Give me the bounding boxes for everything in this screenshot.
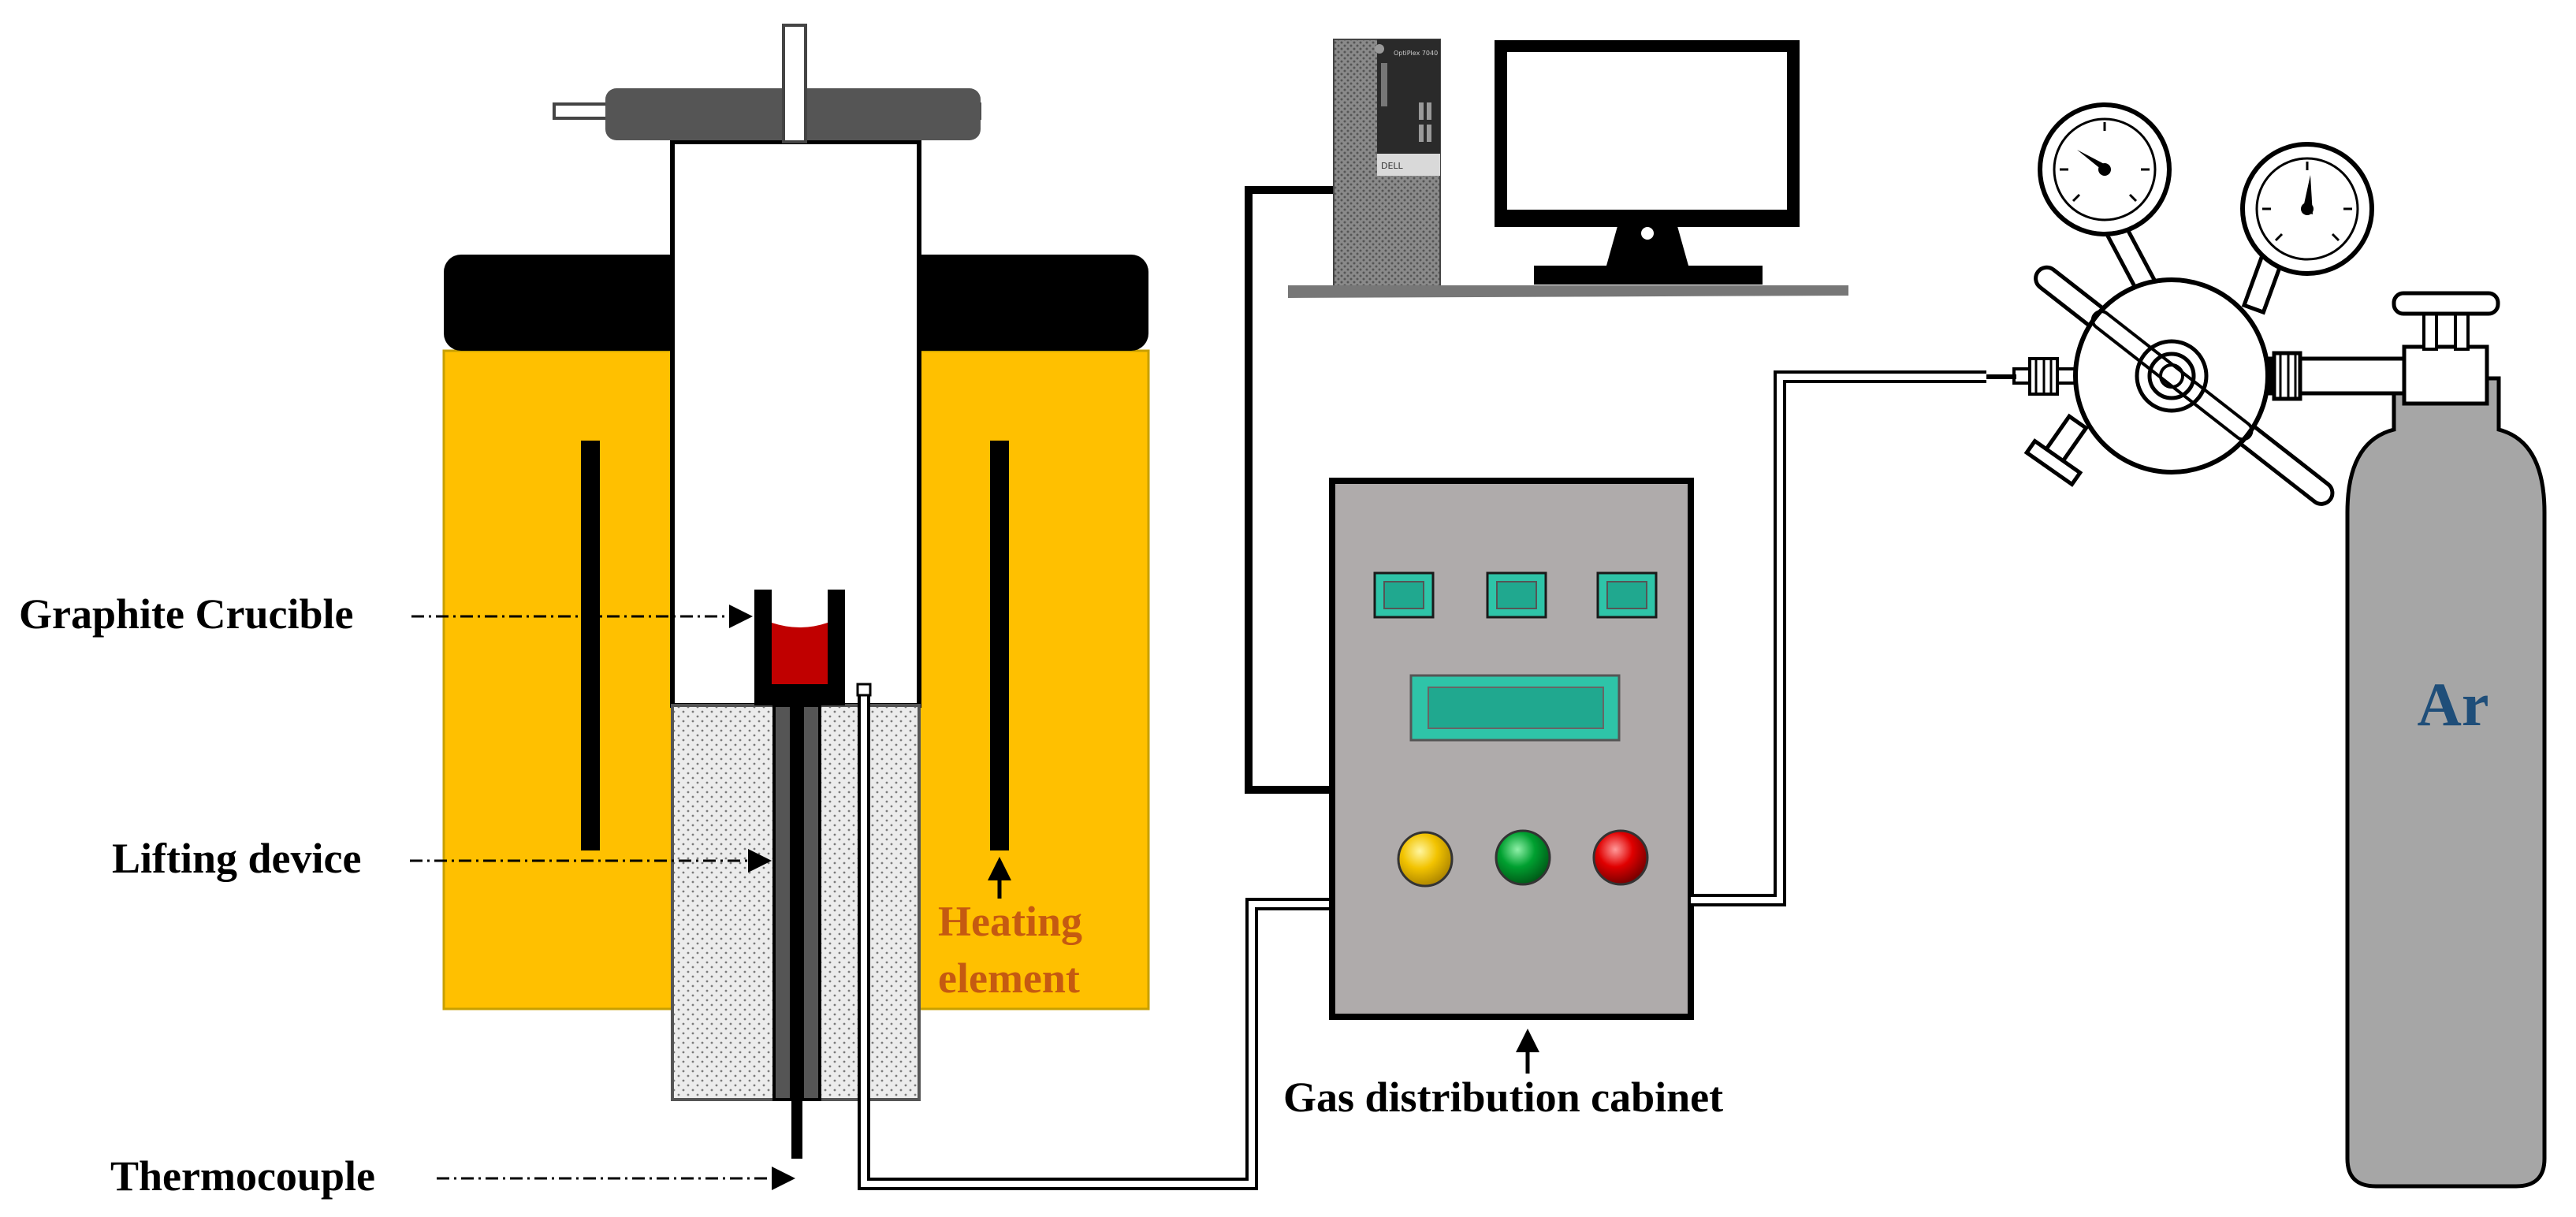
cabinet-switch-3 — [1596, 571, 1658, 619]
cabinet-display — [1409, 674, 1621, 742]
data-cable — [1245, 186, 1335, 794]
desk-shelf — [1288, 285, 1848, 298]
gas-cylinder-icon: Ar — [2345, 291, 2547, 1189]
heating-element-left — [581, 441, 600, 850]
computer-tower-icon: DELL OptiPlex 7040 — [1333, 39, 1441, 288]
lifting-rod-core — [790, 705, 804, 1100]
tower-brand: DELL — [1381, 161, 1404, 171]
pressure-regulator — [1986, 214, 2407, 506]
cabinet-switch-2 — [1486, 571, 1547, 619]
heating-element-right — [990, 441, 1009, 850]
label-lifting-device: Lifting device — [112, 835, 361, 882]
lamp-red — [1592, 829, 1649, 886]
graphite-crucible — [754, 590, 845, 705]
melt — [772, 623, 828, 684]
tower-model: OptiPlex 7040 — [1394, 50, 1438, 57]
lamp-yellow — [1397, 831, 1454, 888]
furnace-chamber — [670, 140, 921, 708]
top-fixture-post — [782, 24, 807, 143]
cylinder-gas-label: Ar — [2418, 670, 2489, 739]
pressure-gauge-icon — [2038, 102, 2172, 236]
pressure-gauge-icon — [2240, 142, 2374, 276]
label-graphite-crucible: Graphite Crucible — [19, 590, 353, 638]
monitor-icon — [1495, 40, 1800, 285]
gas-distribution-cabinet — [1329, 478, 1694, 1020]
label-gas-cabinet: Gas distribution cabinet — [1283, 1074, 1723, 1121]
cabinet-switch-1 — [1373, 571, 1435, 619]
computer: DELL OptiPlex 7040 — [1245, 39, 1848, 794]
furnace — [442, 24, 1150, 1159]
label-heating-element-line2: element — [938, 955, 1080, 1002]
thermocouple-wire — [791, 1100, 802, 1159]
label-thermocouple: Thermocouple — [110, 1152, 375, 1200]
lamp-green — [1495, 829, 1551, 886]
gas-line-cabinet-to-cylinder — [1691, 370, 1986, 906]
label-heating-element-line1: Heating — [938, 898, 1082, 945]
